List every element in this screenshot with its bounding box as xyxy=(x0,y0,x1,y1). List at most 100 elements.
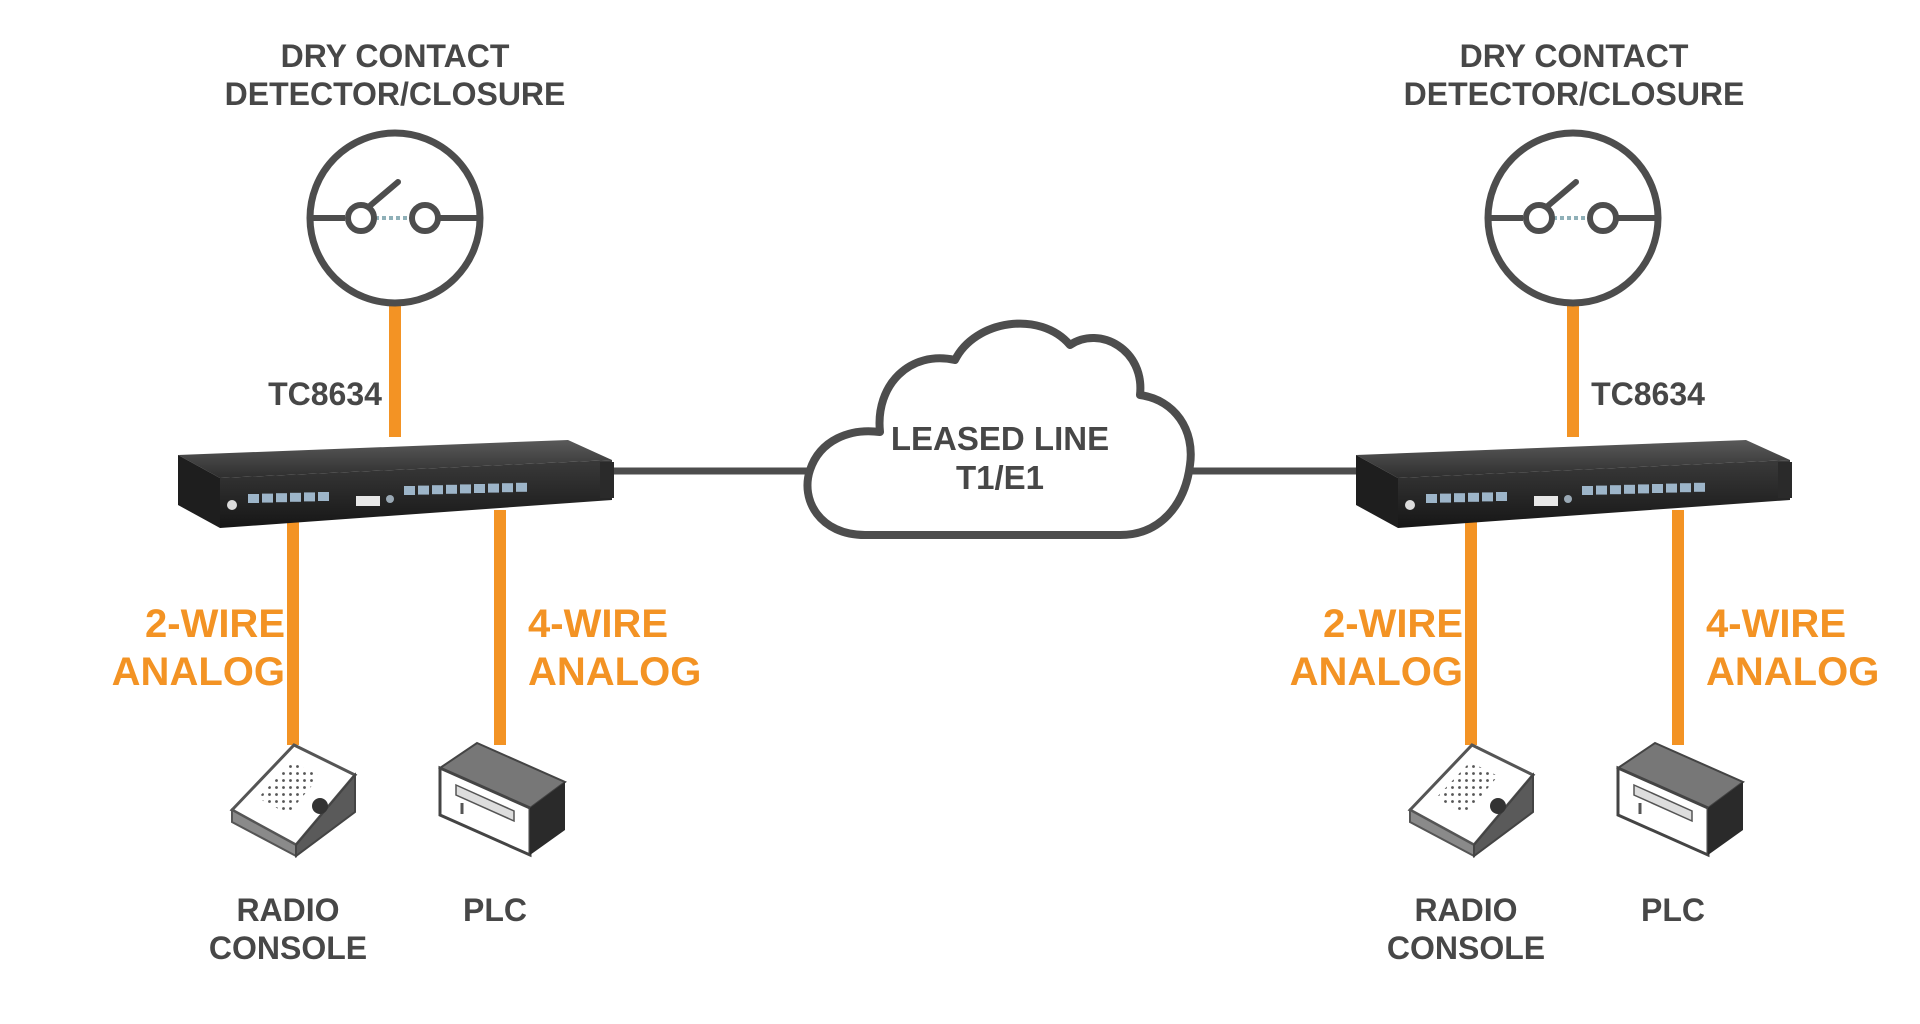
plc-display xyxy=(1633,783,1693,823)
link-2wire-label-left: 2-WIRE ANALOG xyxy=(85,600,285,696)
detector-label-line1: DRY CONTACT xyxy=(280,38,510,74)
plc-label-right: PLC xyxy=(1641,892,1705,928)
radio-console-line1: RADIO xyxy=(236,892,340,928)
link-4wire-line2: ANALOG xyxy=(1706,650,1880,694)
link-2wire-line2: ANALOG xyxy=(1289,650,1463,694)
device-side xyxy=(1356,455,1398,528)
plc-side xyxy=(530,782,565,855)
plc-label-left: PLC xyxy=(463,892,527,928)
device-port xyxy=(1468,492,1479,502)
device-power-led xyxy=(1405,500,1415,510)
tc8634-device-icon xyxy=(1356,440,1792,528)
plc-display xyxy=(455,783,515,823)
radio-console-icon xyxy=(1407,743,1536,858)
detector-circle xyxy=(1484,129,1662,307)
detector-label-line2: DETECTOR/CLOSURE xyxy=(1403,75,1745,112)
dry-contact-switch-icon xyxy=(306,129,484,307)
device-port xyxy=(318,492,329,501)
link-4wire-label-left: 4-WIRE ANALOG xyxy=(528,600,728,696)
device-port xyxy=(516,482,527,492)
detector-label-left: DRY CONTACT DETECTOR/CLOSURE xyxy=(215,38,575,114)
device-ear xyxy=(600,462,614,498)
detector-circle xyxy=(306,129,484,307)
device-ear xyxy=(1778,462,1792,498)
device-port xyxy=(1582,486,1593,495)
site-left xyxy=(178,129,614,858)
plc-icon xyxy=(437,741,567,858)
device-port xyxy=(502,483,513,493)
device-port xyxy=(404,486,415,495)
console-side xyxy=(295,772,356,858)
device-front xyxy=(1398,460,1790,528)
device-power-led xyxy=(227,500,237,510)
link-2wire-line1: 2-WIRE xyxy=(1323,602,1463,646)
console-knob xyxy=(1490,798,1506,814)
radio-console-line2: CONSOLE xyxy=(208,929,368,966)
link-2wire-label-right: 2-WIRE ANALOG xyxy=(1263,600,1463,696)
device-label-left: TC8634 xyxy=(268,376,382,412)
device-port xyxy=(1454,493,1465,503)
dry-contact-switch-icon xyxy=(1484,129,1662,307)
switch-terminal-left xyxy=(1523,202,1555,234)
device-label-right: TC8634 xyxy=(1591,376,1705,412)
radio-console-label-right: RADIO CONSOLE xyxy=(1366,892,1566,968)
switch-terminal-right xyxy=(1587,202,1619,234)
device-port xyxy=(1440,493,1451,503)
device-port xyxy=(1638,484,1649,494)
cloud-label: LEASED LINE T1/E1 xyxy=(880,420,1120,498)
device-side xyxy=(178,455,220,528)
cloud-label-line2: T1/E1 xyxy=(955,458,1045,496)
device-indicator xyxy=(386,495,394,503)
device-port xyxy=(276,493,287,503)
device-port xyxy=(1596,485,1607,495)
device-port xyxy=(1610,485,1621,495)
device-top xyxy=(1356,440,1790,478)
link-4wire-label-right: 4-WIRE ANALOG xyxy=(1706,600,1906,696)
radio-console-icon xyxy=(229,743,358,858)
device-port xyxy=(1482,492,1493,502)
link-4wire-line1: 4-WIRE xyxy=(1706,602,1846,646)
device-port xyxy=(488,483,499,493)
device-port xyxy=(418,485,429,495)
device-top xyxy=(178,440,612,478)
console-knob xyxy=(312,798,328,814)
console-speaker xyxy=(1436,762,1498,814)
console-speaker xyxy=(258,762,320,814)
link-4wire-line1: 4-WIRE xyxy=(528,602,668,646)
plc-side xyxy=(1708,782,1743,855)
link-2wire-line1: 2-WIRE xyxy=(145,602,285,646)
device-port xyxy=(1666,483,1677,493)
device-port xyxy=(1680,483,1691,493)
device-port xyxy=(474,484,485,493)
device-port xyxy=(1652,484,1663,493)
device-port xyxy=(432,485,443,495)
device-front xyxy=(220,460,612,528)
cloud-label-line1: LEASED LINE xyxy=(890,420,1110,457)
device-port xyxy=(1694,482,1705,492)
link-2wire-line2: ANALOG xyxy=(111,650,285,694)
device-port xyxy=(290,492,301,502)
device-port xyxy=(304,492,315,502)
device-port xyxy=(248,494,259,503)
tc8634-device-icon xyxy=(178,440,614,528)
switch-terminal-right xyxy=(409,202,441,234)
console-side xyxy=(1473,772,1534,858)
radio-console-line1: RADIO xyxy=(1414,892,1518,928)
site-right xyxy=(1356,129,1792,858)
device-port xyxy=(1426,494,1437,503)
detector-label-line2: DETECTOR/CLOSURE xyxy=(224,75,566,112)
device-display xyxy=(1534,496,1558,506)
device-port xyxy=(1624,484,1635,494)
device-port xyxy=(262,493,273,503)
device-port xyxy=(446,484,457,494)
detector-label-right: DRY CONTACT DETECTOR/CLOSURE xyxy=(1394,38,1754,114)
cloud-icon xyxy=(803,319,1195,539)
radio-console-label-left: RADIO CONSOLE xyxy=(188,892,388,968)
device-port xyxy=(460,484,471,494)
radio-console-line2: CONSOLE xyxy=(1386,929,1546,966)
device-display xyxy=(356,496,380,506)
detector-label-line1: DRY CONTACT xyxy=(1459,38,1689,74)
link-4wire-line2: ANALOG xyxy=(528,650,702,694)
